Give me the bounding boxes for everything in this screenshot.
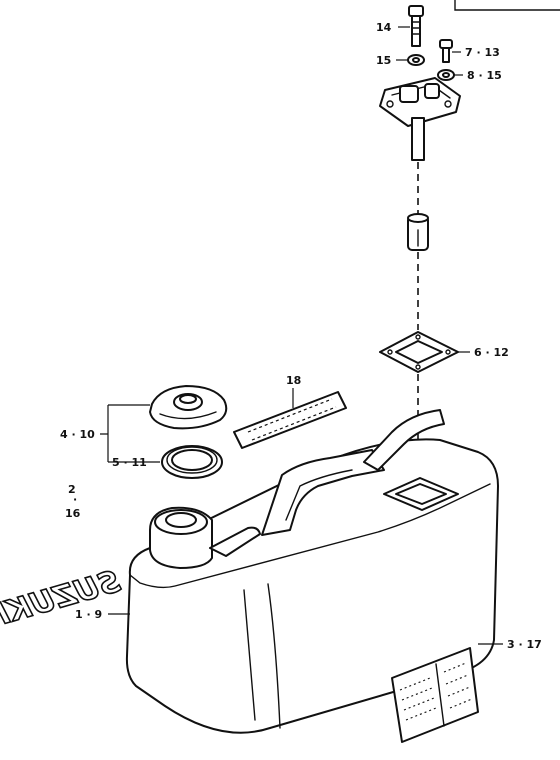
bolt-part-14 <box>408 5 424 47</box>
suzuki-logo-decal: SUZUKI <box>0 563 125 633</box>
pickup-tube <box>407 213 429 251</box>
logo-decal-text: SUZUKI <box>0 564 124 633</box>
callout-4-10: 4 · 10 <box>60 428 95 441</box>
washer-part-8-15 <box>437 69 455 81</box>
screw-part-7-13 <box>439 39 453 63</box>
callout-2: 2 <box>68 483 76 496</box>
washer-part-15 <box>407 54 425 66</box>
decal-part-18 <box>233 391 347 449</box>
callout-separator: · <box>73 493 77 506</box>
fuel-tank-part-1-9 <box>125 409 499 734</box>
callout-15: 15 <box>376 54 391 67</box>
callout-14: 14 <box>376 21 392 34</box>
caution-label-part-3-17 <box>391 647 479 743</box>
gasket-part-6-12 <box>379 331 459 373</box>
frame-corner <box>454 0 560 11</box>
callout-6-12: 6 · 12 <box>474 346 509 359</box>
seal-part-5-11 <box>161 445 223 479</box>
callout-7-13: 7 · 13 <box>465 46 500 59</box>
callout-3-17: 3 · 17 <box>507 638 542 651</box>
gauge-plate-assembly <box>379 77 461 161</box>
callout-16: 16 <box>65 507 81 520</box>
callout-1-9: 1 · 9 <box>75 608 102 621</box>
leader-4-10-5-11 <box>100 404 160 463</box>
callout-8-15: 8 · 15 <box>467 69 502 82</box>
callout-18: 18 <box>286 374 301 387</box>
callout-5-11: 5 · 11 <box>112 456 147 469</box>
filler-cap-part-4-10 <box>149 385 228 430</box>
